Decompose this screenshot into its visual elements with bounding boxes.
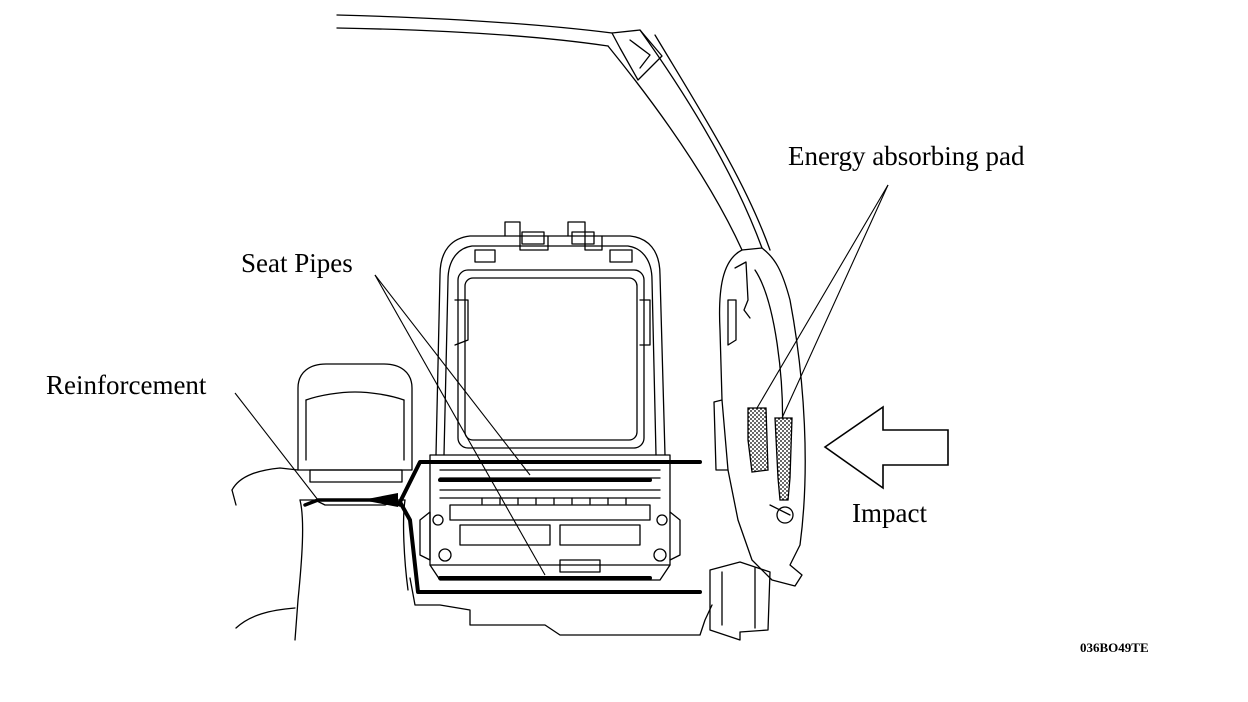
impact-arrow <box>823 405 949 490</box>
energy-absorbing-pad-label: Energy absorbing pad <box>788 141 1025 171</box>
seat-back-frame <box>435 221 666 456</box>
figure-id-label: 036BO49TE <box>1080 640 1149 655</box>
floor-line <box>409 577 713 636</box>
impact-label: Impact <box>852 498 927 528</box>
lower-door-panel <box>709 561 771 641</box>
seat-mechanism <box>419 454 681 581</box>
load-transfer-arrow <box>362 493 398 507</box>
seat-pipes-label: Seat Pipes <box>241 248 353 278</box>
roof-and-pillar <box>336 14 771 251</box>
leader-lines <box>234 184 889 576</box>
energy-absorbing-pads <box>747 407 793 501</box>
reinforcement-label: Reinforcement <box>46 370 207 400</box>
seat-pipes <box>398 460 702 594</box>
left-seat-outline <box>231 467 299 629</box>
